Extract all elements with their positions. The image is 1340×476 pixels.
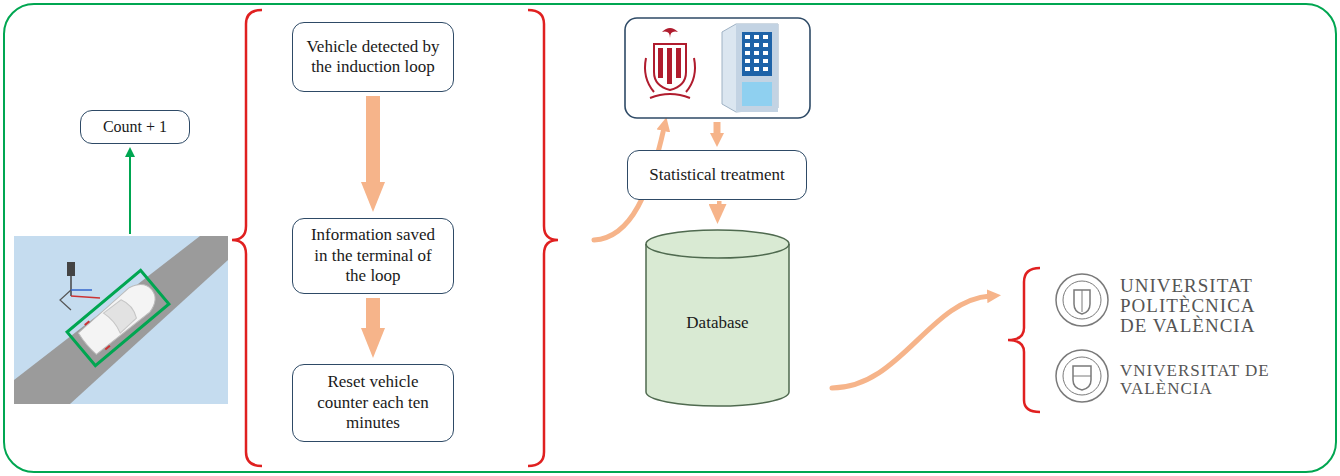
count-box: Count + 1: [80, 110, 190, 144]
node-text: Vehicle detected by the induction loop: [303, 37, 443, 78]
induction-loop-picture: [14, 236, 228, 404]
flow-arrow: [714, 122, 721, 136]
upv-seal: [1056, 274, 1108, 326]
flow-arrow: [832, 296, 990, 388]
database-cylinder: Database: [645, 230, 790, 406]
university-bracket: [1008, 268, 1040, 412]
university-name: VNIVERSITAT DE VALÈNCIA: [1120, 362, 1270, 398]
node-text: Reset vehicle counter each ten minutes: [303, 372, 443, 433]
flow-arrow: [366, 96, 380, 184]
count-arrow: [129, 152, 131, 234]
node-text: Statistical treatment: [649, 165, 785, 185]
left-bracket: [232, 10, 262, 466]
process-box: Reset vehicle counter each ten minutes: [292, 364, 454, 442]
process-box: Information saved in the terminal of the…: [292, 218, 454, 294]
node-text: Count + 1: [103, 117, 167, 136]
process-box: Statistical treatment: [627, 150, 807, 200]
flow-arrow: [366, 298, 380, 330]
right-bracket: [528, 10, 558, 466]
city-server-box: [625, 18, 810, 118]
node-text: Information saved in the terminal of the…: [303, 225, 443, 286]
university-name: UNIVERSITAT POLITÈCNICA DE VALÈNCIA: [1120, 276, 1270, 336]
outer-frame: [4, 4, 1336, 472]
flow-arrow: [713, 204, 722, 206]
node-text: Database: [686, 303, 748, 333]
process-box: Vehicle detected by the induction loop: [292, 22, 454, 92]
uv-seal: [1056, 350, 1108, 402]
